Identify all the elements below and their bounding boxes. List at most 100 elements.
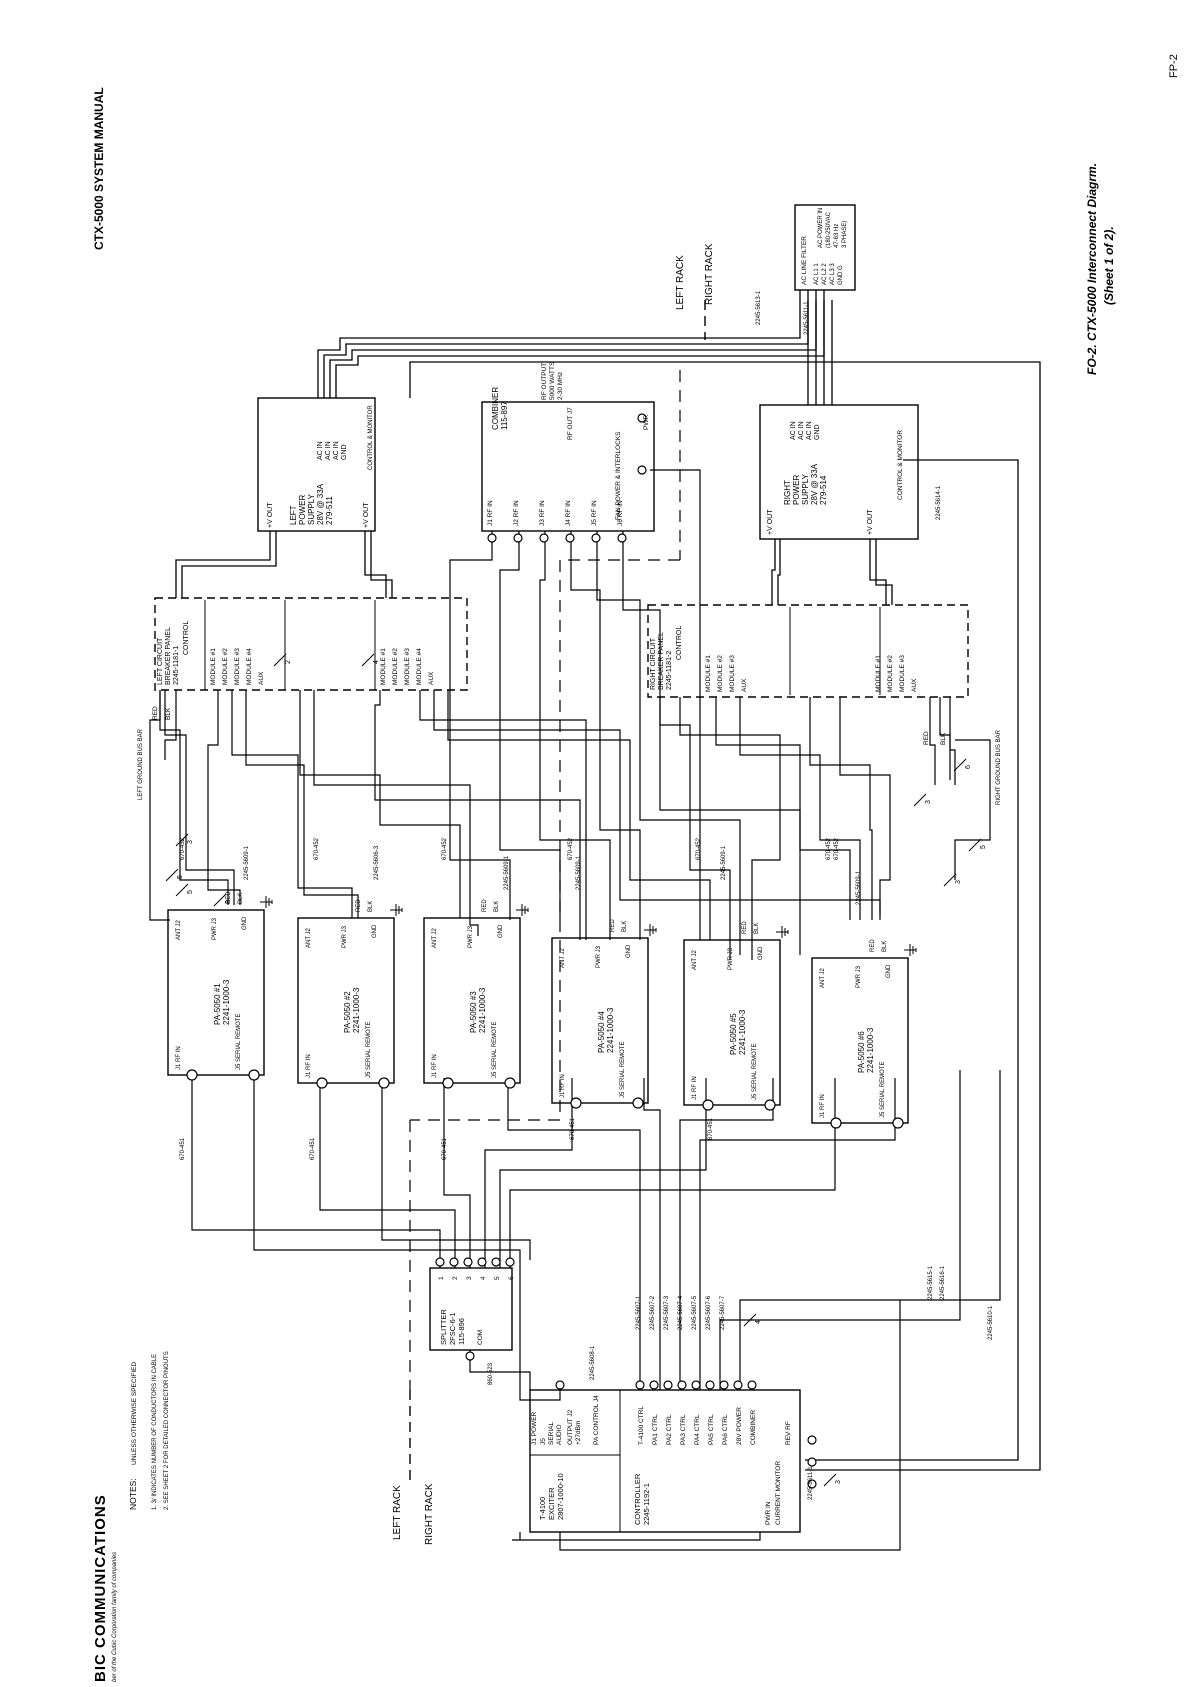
amplifier-part-number: 2241-1000-3 [478, 987, 487, 1033]
svg-text:COMBINER: COMBINER [491, 387, 500, 430]
combiner-box [481, 401, 655, 532]
rack-label-left-bottom: LEFT RACK [392, 1485, 403, 1540]
controller-pwr-in: PWR IN [765, 1501, 772, 1525]
combiner-fan: FAN POWER & INTERLOCKS [615, 431, 622, 520]
splitter-com-connector [465, 1351, 475, 1361]
ac-line-filter-title: AC LINE FILTER [801, 236, 808, 285]
controller-port-label: PA3 CTRL [680, 1414, 687, 1445]
combiner-connector [617, 533, 627, 543]
combiner-rf-in-pin: J5 RF IN [591, 500, 598, 526]
svg-text:AC L1 1: AC L1 1 [814, 263, 820, 285]
cable-5607-label: 2245-5607-7 [720, 1295, 726, 1330]
conductor-slash [953, 758, 967, 772]
splitter-box [429, 1267, 513, 1351]
cable-5607-label: 2245-5607-1 [636, 1295, 642, 1330]
conductor-slash [213, 893, 227, 907]
cable-670-452-d: 670-452 [568, 837, 574, 860]
serial-connector [504, 1077, 516, 1089]
svg-text:115-897: 115-897 [500, 401, 509, 430]
amp-pwr-pin: PWR J3 [596, 945, 602, 968]
cable-670-451-a: 670-451 [180, 1137, 186, 1160]
amp-rf-in-pin: J1 RF IN [692, 1076, 698, 1100]
conductor-slash [943, 873, 957, 887]
controller-port-label: PA5 CTRL [708, 1414, 715, 1445]
combiner-pwr: PWR [643, 415, 650, 430]
svg-text:GND: GND [341, 444, 348, 460]
cable-5610: 2245-5610-1 [988, 1305, 994, 1340]
splitter-port-label: 3 [466, 1276, 473, 1280]
svg-text:2-30 MHz: 2-30 MHz [557, 372, 564, 400]
svg-text:BREAKER PANEL: BREAKER PANEL [658, 632, 665, 690]
serial-connector [248, 1069, 260, 1081]
left-breaker-panel-box [154, 597, 468, 691]
amp-serial-pin: J5 SERIAL REMOTE [492, 1022, 498, 1078]
svg-text:2. SEE SHEET 2 FOR DETAILED CO: 2. SEE SHEET 2 FOR DETAILED CONNECTOR PI… [164, 1351, 170, 1510]
left-ps-pins: AC IN AC IN AC IN GND [317, 441, 348, 460]
cable-670-451-d: 670-451 [570, 1117, 576, 1140]
svg-text:BREAKER PANEL: BREAKER PANEL [165, 627, 172, 685]
conductor-count: 3 [955, 880, 962, 884]
cable-670-452-f: 670-452 [834, 837, 840, 860]
cable-5609-b: 2245-5609-1 [504, 855, 510, 890]
amplifier-name: PA-5050 #1 [213, 983, 222, 1025]
svg-text:CONTROLLER: CONTROLLER [633, 1473, 642, 1525]
cable-670-452-e: 670-452 [696, 837, 702, 860]
amplifier-name: PA-5050 #3 [469, 991, 478, 1033]
amp-rf-in-pin: J1 RF IN [176, 1046, 182, 1070]
svg-text:AC IN: AC IN [798, 421, 805, 440]
svg-text:AC L2 2: AC L2 2 [822, 263, 828, 285]
svg-text:AC IN: AC IN [333, 441, 340, 460]
combiner-rf-output-note: RF OUTPUT 5000 WATTS 2-30 MHz [541, 361, 564, 400]
svg-text:OUTPUT J2: OUTPUT J2 [567, 1409, 574, 1445]
right-power-supply-label: RIGHT POWER SUPPLY 28V @ 33A 279-514 [783, 463, 828, 505]
controller-connector [719, 1380, 729, 1390]
cable-5607-label: 2245-5607-3 [664, 1295, 670, 1330]
amplifier-box [551, 937, 649, 1104]
splitter-connector [463, 1257, 473, 1267]
right-ps-pins: AC IN AC IN AC IN GND [790, 421, 821, 440]
splitter-port-label: 6 [508, 1276, 515, 1280]
amp-ant-pin: ANT J2 [432, 927, 438, 948]
breaker-module-label: MODULE #1 [875, 655, 882, 692]
rf-in-connector [702, 1099, 714, 1111]
svg-text:1. 3/ INDICATES NUMBER OF COND: 1. 3/ INDICATES NUMBER OF CONDUCTORS IN … [152, 1354, 158, 1510]
amplifier-part-number: 2241-1000-3 [606, 1007, 615, 1053]
combiner-fan-connector [637, 465, 647, 475]
combiner-label: COMBINER 115-897 [491, 387, 509, 430]
combiner-connector [513, 533, 523, 543]
breaker-module-label: AUX [911, 678, 918, 692]
figure-caption-line1: FO-2. CTX-5000 Interconnect Diagrm. [1085, 162, 1099, 375]
breaker-module-label: MODULE #3 [234, 648, 241, 685]
amp-red-lead: RED [482, 899, 488, 912]
conductor-slash [175, 883, 189, 897]
svg-text:3 PHASE): 3 PHASE) [842, 221, 848, 248]
amp-blk-lead: BLK [238, 893, 244, 904]
amp-gnd-pin: GND [886, 964, 892, 978]
controller-port-label: PA6 CTRL [722, 1414, 729, 1445]
amplifier-boxes [167, 909, 909, 1124]
splitter-port-label: 5 [494, 1276, 501, 1280]
combiner-connector [487, 533, 497, 543]
svg-text:+27dBm: +27dBm [575, 1421, 582, 1445]
conductor-count: 3 [835, 1480, 842, 1484]
conductor-count: 8 [225, 900, 232, 904]
svg-text:AC L3 3: AC L3 3 [830, 263, 836, 285]
right-ps-out-2: +V OUT [867, 509, 874, 535]
exciter-output: OUTPUT J2 +27dBm [567, 1409, 582, 1445]
rack-label-left-top: LEFT RACK [675, 255, 686, 310]
cable-670-452-g: 670-452 [826, 837, 832, 860]
cable-670-451-e: 670-451 [708, 1117, 714, 1140]
serial-connector [632, 1097, 644, 1109]
amp-blk-lead: BLK [882, 941, 888, 952]
svg-text:SUPPLY: SUPPLY [801, 473, 810, 505]
rev-rf-connector [807, 1435, 817, 1445]
cable-5611: 2245-5611-1 [808, 1466, 814, 1500]
